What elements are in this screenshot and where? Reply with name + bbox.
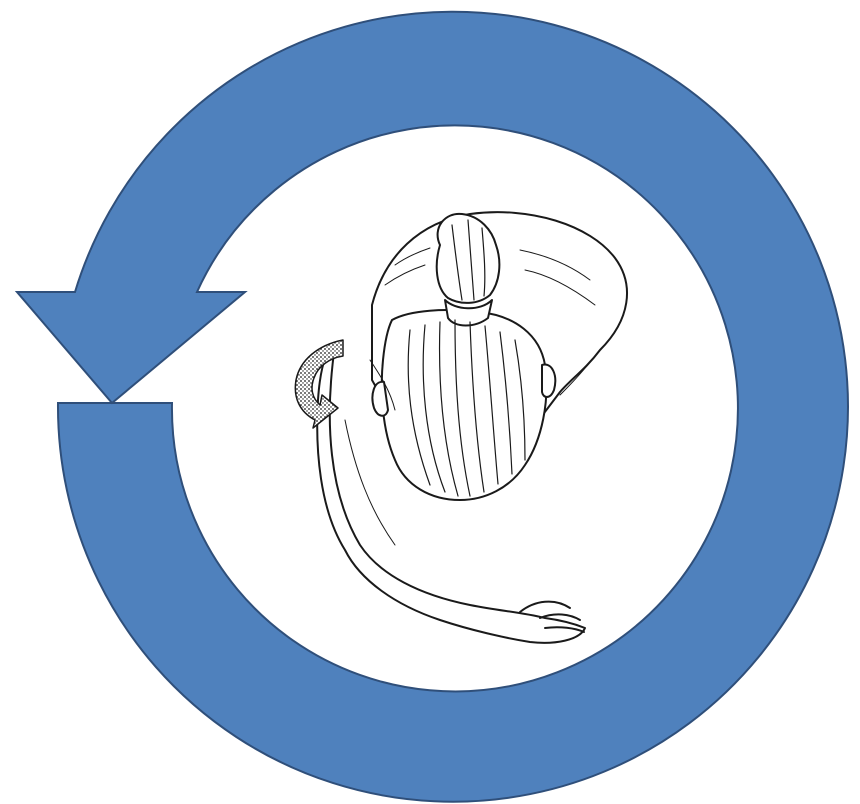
left-ear-illustration	[372, 382, 388, 416]
head-illustration	[382, 310, 547, 500]
right-ear-illustration	[542, 365, 555, 397]
person-top-view-illustration	[295, 212, 627, 643]
